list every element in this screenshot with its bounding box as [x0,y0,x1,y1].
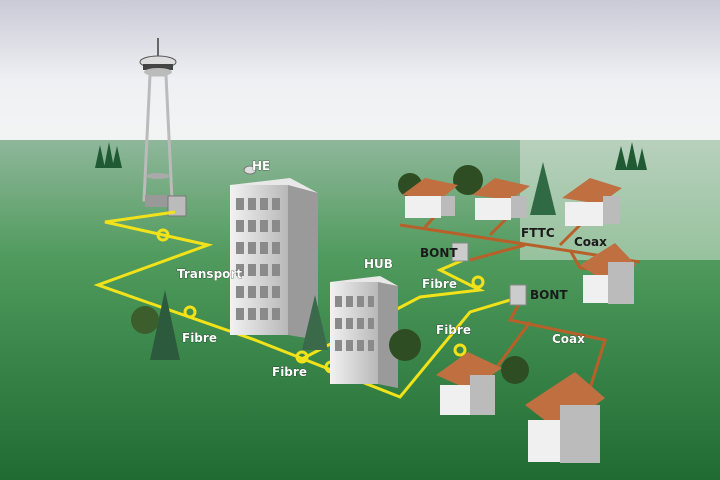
tree-group [131,162,556,384]
label-bont: BONT [420,246,458,260]
label-fibre: Fibre [422,277,457,291]
label-hub: HUB [364,257,393,271]
label-transport: Transport [177,267,242,281]
hub-building [330,276,398,388]
label-coax: Coax [574,235,607,249]
label-fibre: Fibre [436,323,471,337]
bont-cabinet [509,284,527,306]
tower [139,38,187,217]
house [402,178,458,218]
label-fttc: FTTC [521,226,555,240]
label-fibre: Fibre [272,365,307,379]
label-fibre: Fibre [182,331,217,345]
he-building [230,165,318,340]
house [472,178,530,220]
houses [402,178,636,463]
label-he: HE [252,159,270,173]
label-coax: Coax [552,332,585,346]
label-bont: BONT [530,288,568,302]
tree-group [95,142,647,170]
house [562,178,622,226]
house [436,352,502,415]
house [580,243,636,304]
bont-cabinet [451,242,469,262]
sky [0,0,720,160]
house [525,372,605,463]
satellite-dish-icon [243,165,257,175]
